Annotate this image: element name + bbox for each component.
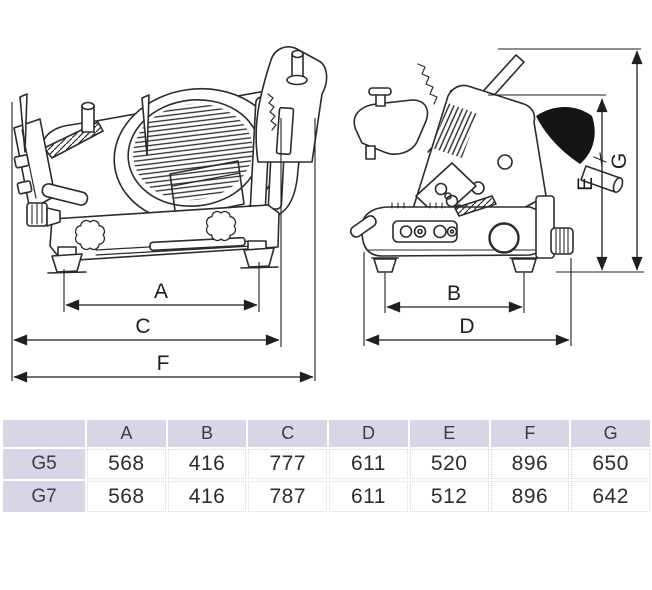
column-header-c: C	[248, 420, 328, 447]
panel-button	[399, 225, 413, 238]
panel-button	[446, 226, 458, 237]
column-header-b: B	[167, 420, 247, 447]
panel-button	[413, 225, 427, 238]
value-g7-g: 642	[571, 481, 650, 512]
row-label-g5: G5	[3, 449, 85, 479]
value-g5-b: 416	[167, 449, 247, 479]
front-view-drawing	[13, 46, 328, 274]
dimension-label-e: E	[574, 177, 597, 191]
front-feet	[47, 240, 279, 274]
spec-table: A B C D E F G G5 568 416 777 611 520 896…	[3, 420, 650, 512]
extension-lines	[11, 48, 644, 381]
table-corner-cell	[3, 420, 85, 447]
value-g5-c: 777	[248, 449, 328, 479]
slice-deflector-plate	[169, 160, 245, 219]
column-header-d: D	[329, 420, 408, 447]
value-g5-d: 611	[329, 449, 408, 479]
column-header-g: G	[571, 420, 650, 447]
thickness-knob	[26, 183, 89, 227]
side-view-drawing	[349, 54, 624, 273]
holder-prong	[141, 94, 150, 156]
dimension-label-g: G	[608, 153, 631, 169]
holder-prong	[19, 93, 28, 153]
carriage-tray	[353, 87, 429, 160]
row-label-g7: G7	[3, 481, 85, 512]
dimension-label-f: F	[157, 352, 170, 375]
column-header-e: E	[409, 420, 489, 447]
panel-button	[433, 224, 447, 239]
slicer-dimension-diagram: A C F B D E G	[11, 46, 644, 383]
housing-screw	[497, 154, 513, 170]
value-g5-e: 520	[409, 449, 489, 479]
hand-wheel-knob	[74, 219, 106, 251]
front-base	[49, 204, 280, 262]
value-g5-a: 568	[87, 449, 166, 479]
gauge-plate	[415, 162, 477, 220]
dimension-label-c: C	[135, 315, 150, 338]
side-thickness-knob	[535, 195, 574, 259]
value-g5-f: 896	[490, 449, 570, 479]
value-g5-g: 650	[571, 449, 650, 479]
value-g7-e: 512	[409, 481, 489, 512]
blade-cover	[113, 87, 281, 225]
deflector-guard	[536, 107, 595, 164]
dimension-label-a: A	[154, 280, 168, 303]
sharpener-assembly	[255, 46, 328, 163]
housing-ribs	[432, 103, 478, 158]
dimension-label-b: B	[447, 282, 461, 305]
column-header-a: A	[87, 420, 166, 447]
control-panel	[392, 220, 458, 243]
value-g7-f: 896	[490, 481, 570, 512]
side-feet	[371, 257, 539, 273]
dimension-labels: A C F B D E G	[135, 153, 631, 375]
value-g7-a: 568	[87, 481, 166, 512]
value-g7-b: 416	[167, 481, 247, 512]
base-hatch-pad	[454, 195, 497, 217]
dimension-label-d: D	[459, 315, 474, 338]
value-g7-c: 787	[248, 481, 328, 512]
value-g7-d: 611	[329, 481, 408, 512]
hand-wheel-knob	[205, 210, 237, 242]
column-header-f: F	[490, 420, 570, 447]
dimension-lines	[11, 48, 644, 383]
front-top-knob	[81, 101, 95, 133]
side-wheel	[488, 222, 520, 254]
side-lever	[349, 215, 377, 238]
